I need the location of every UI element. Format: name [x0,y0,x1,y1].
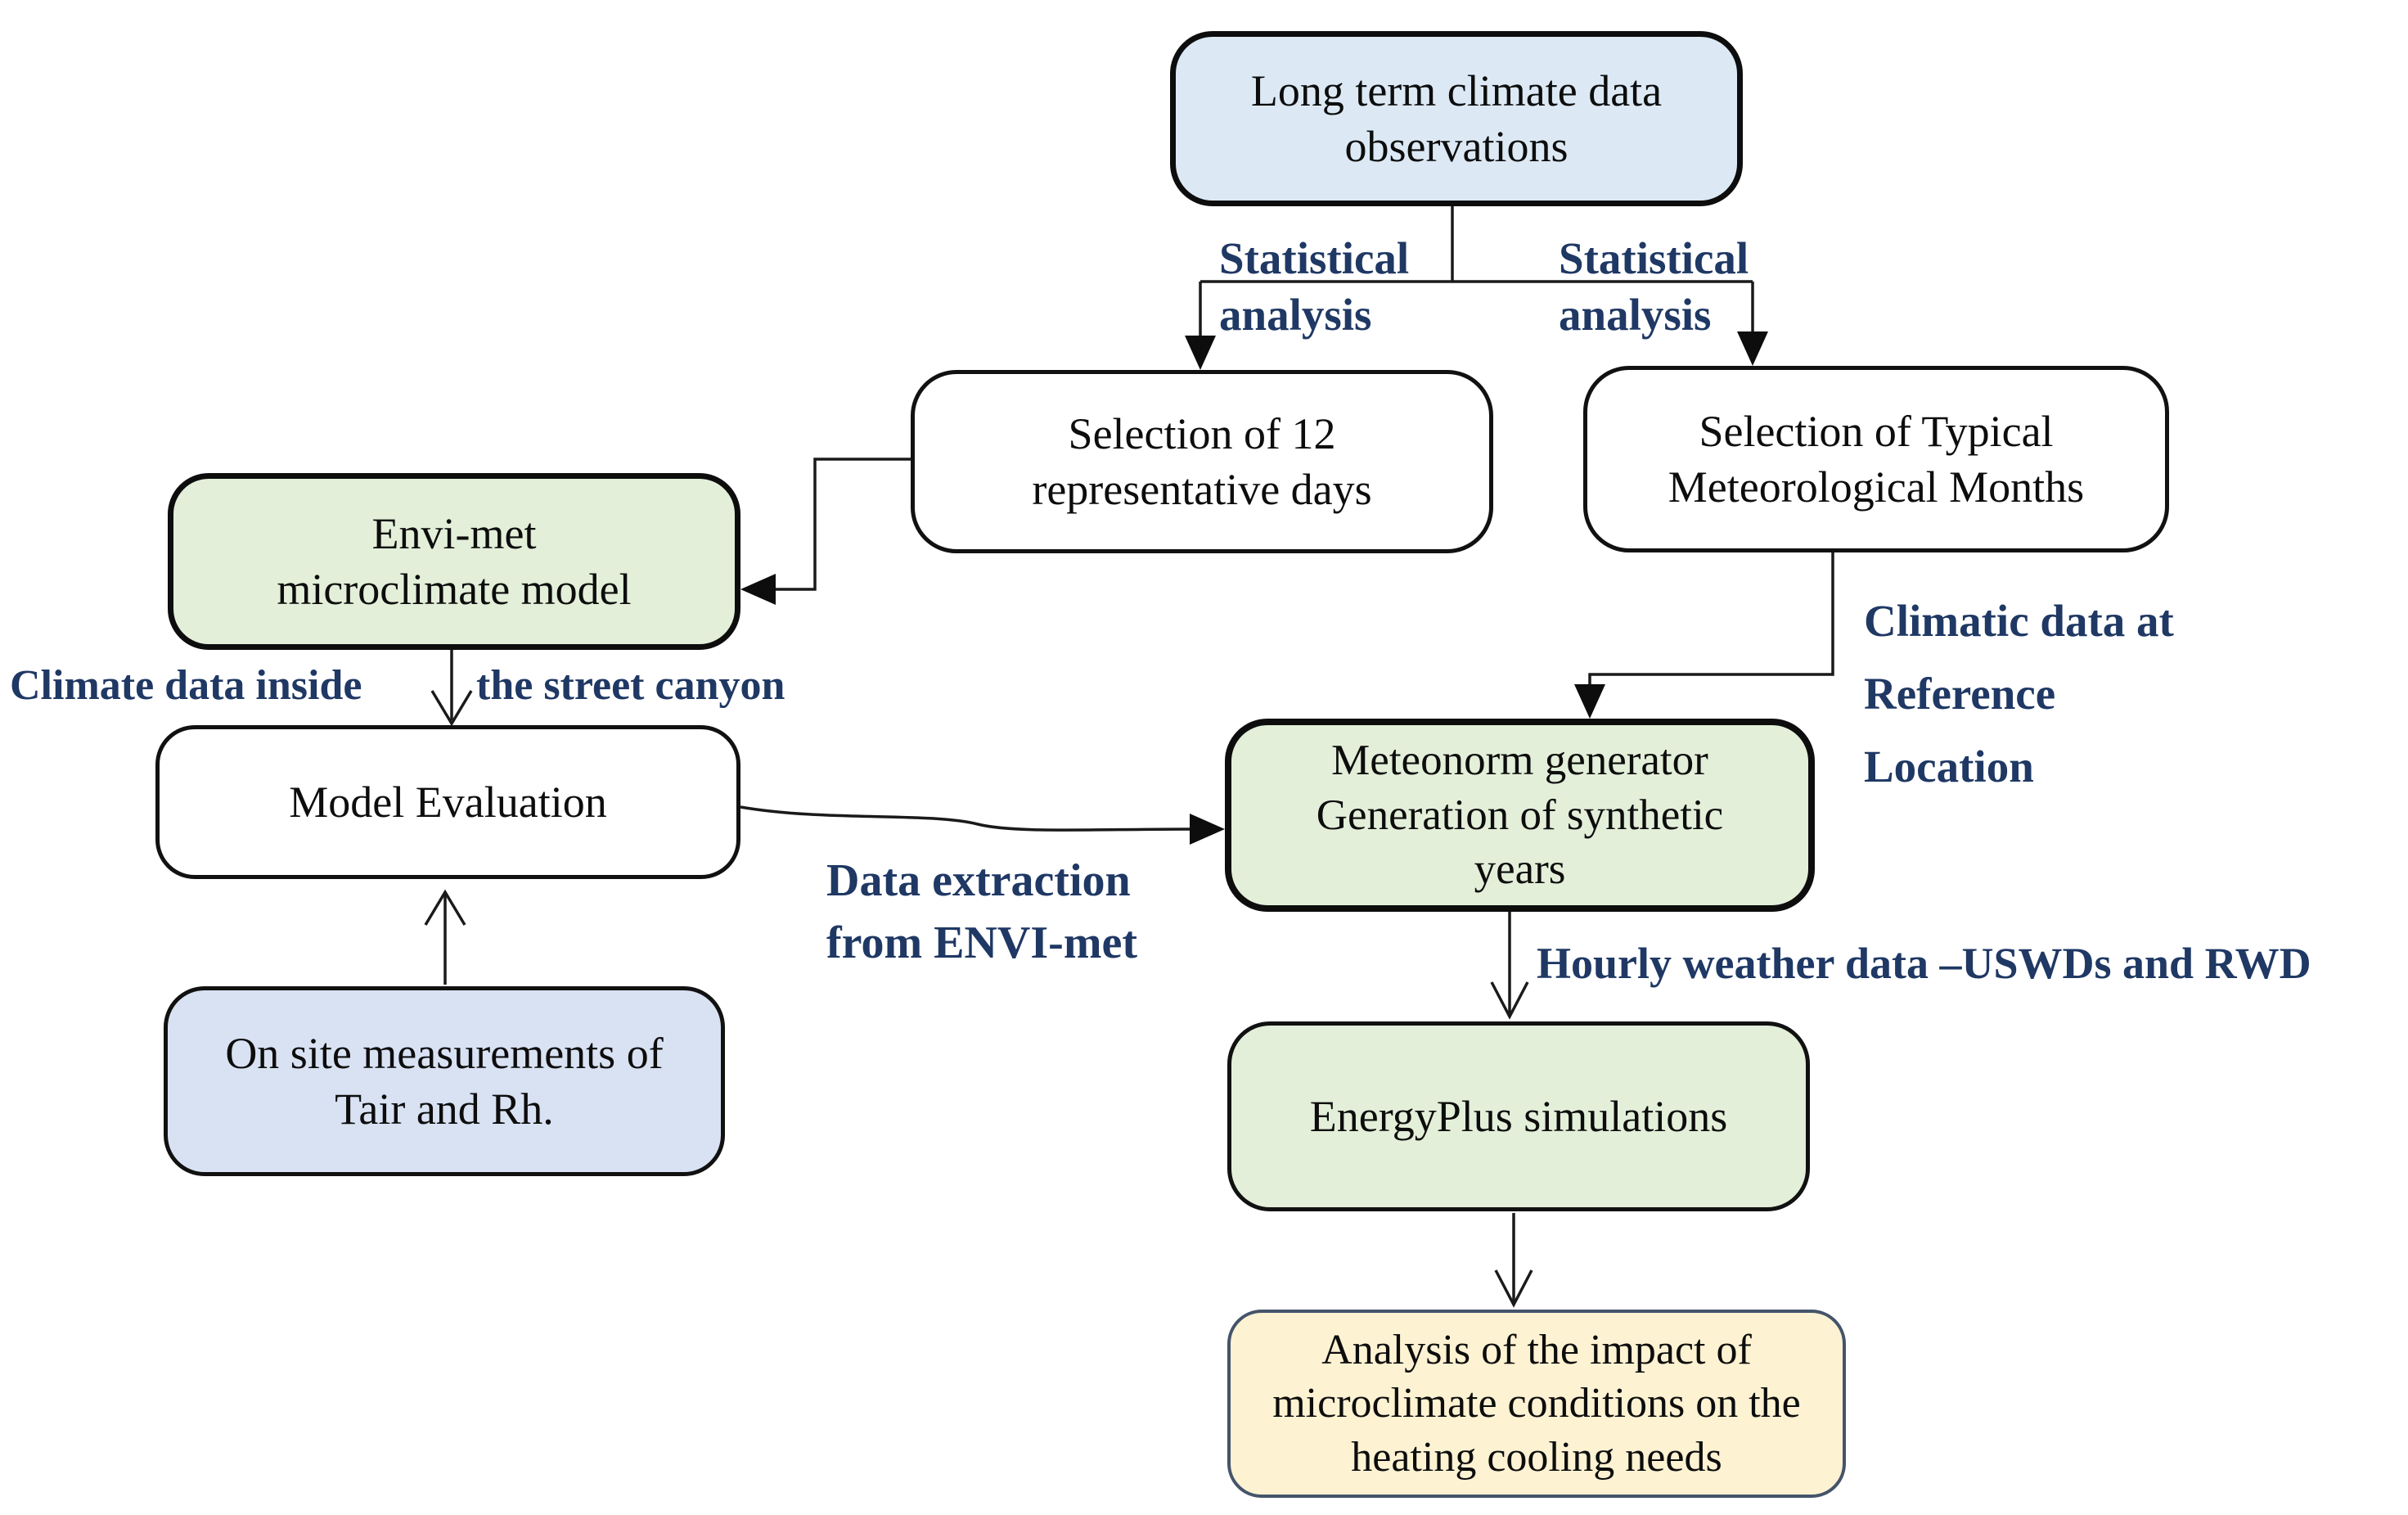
arrowhead-solid-envimet [740,574,776,605]
edge-sel12-envimet [754,458,911,591]
arrowhead-open-down-energyplus [1490,981,1529,1020]
label-street-canyon: the street canyon [476,662,785,709]
arrowhead-open-down-analysis [1494,1269,1533,1308]
arrowhead-solid-meteonorm-top [1574,684,1605,719]
arrowhead-open-up-modeleval [424,889,466,926]
label-statistical-analysis-left: Statistical analysis [1219,233,1410,340]
node-selection-12-representative-days: Selection of 12 representative days [911,370,1493,553]
edge-modeleval-meteonorm [740,805,1195,832]
label-climate-data-inside: Climate data inside [10,662,362,709]
label-climatic-data-reference-location: Climatic data at Reference Location [1864,596,2174,792]
label-statistical-analysis-right: Statistical analysis [1559,233,1749,340]
label-hourly-weather-data: Hourly weather data –USWDs and RWD [1537,939,2311,988]
node-energyplus-simulations: EnergyPlus simulations [1227,1021,1810,1211]
node-meteonorm-generator: Meteonorm generator Generation of synthe… [1225,719,1815,912]
node-envimet-microclimate-model: Envi-met microclimate model [168,473,740,650]
label-data-extraction-envimet: Data extraction from ENVI-met [826,855,1137,969]
arrowhead-solid-meteonorm-left [1190,814,1225,845]
node-selection-typical-meteorological-months: Selection of Typical Meteorological Mont… [1583,366,2169,552]
arrowhead-open-down-modeleval [430,690,473,727]
arrowhead-solid-seltyp [1737,331,1768,366]
node-impact-analysis: Analysis of the impact of microclimate c… [1227,1310,1846,1498]
node-long-term-climate-data: Long term climate data observations [1170,31,1743,206]
node-onsite-measurements: On site measurements of Tair and Rh. [164,986,725,1176]
node-model-evaluation: Model Evaluation [155,725,740,879]
edge-seltyp-meteonorm [1588,552,1834,704]
arrowhead-solid-sel12 [1185,336,1216,370]
